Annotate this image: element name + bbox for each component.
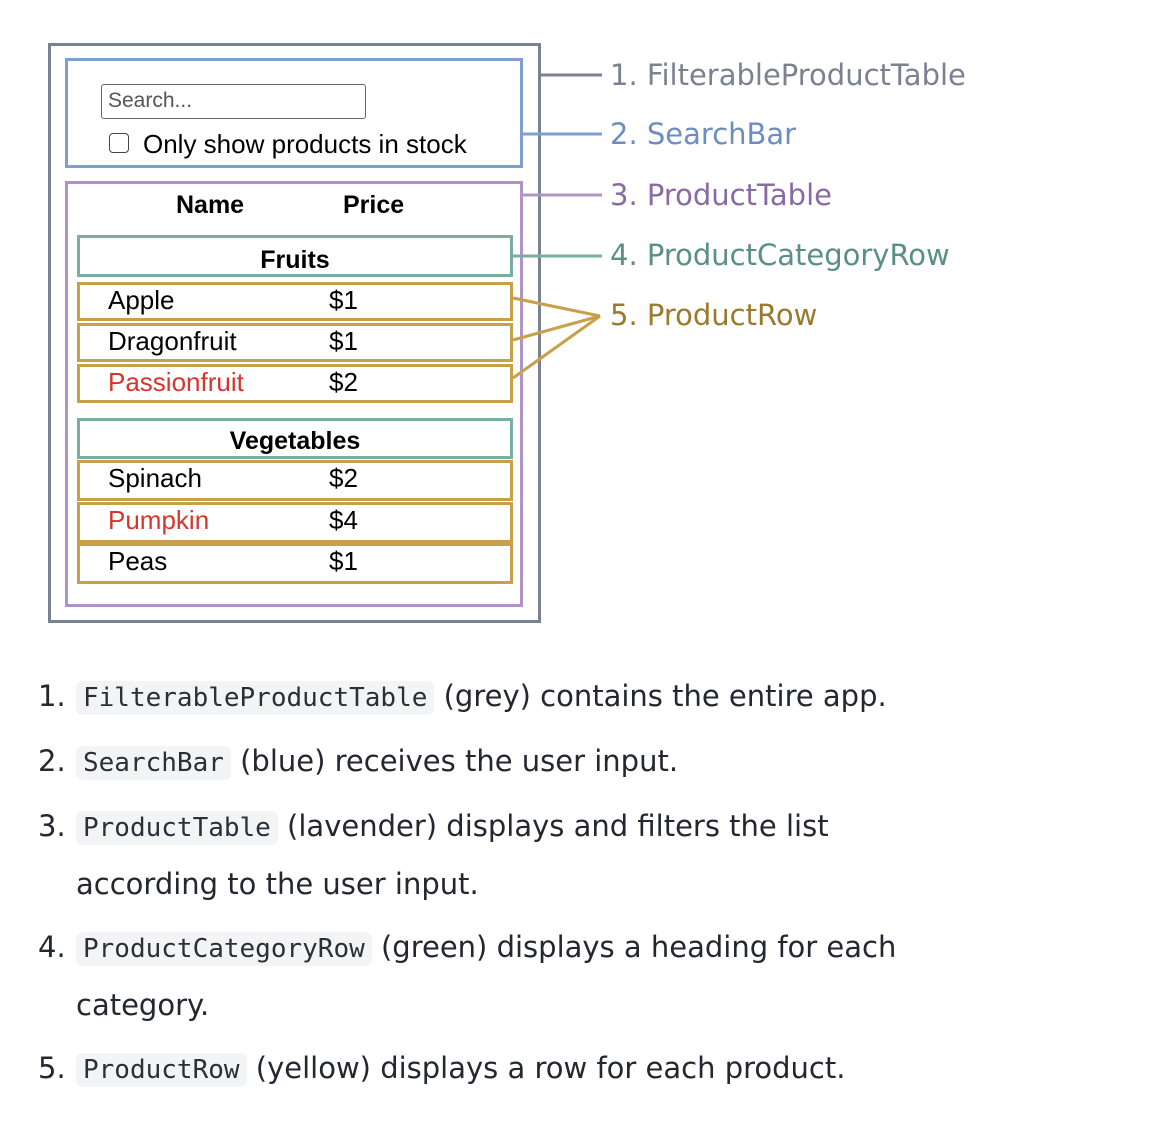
list-number: 4. (38, 930, 66, 964)
product-name: Dragonfruit (108, 326, 237, 356)
in-stock-checkbox[interactable] (109, 133, 129, 153)
product-row (77, 282, 513, 321)
legend-product-category-row: 4. ProductCategoryRow (610, 238, 950, 272)
legend-product-table: 3. ProductTable (610, 178, 832, 212)
connector-gold (512, 296, 601, 318)
list-number: 2. (38, 744, 66, 778)
list-text: (green) displays a heading for each cate… (76, 930, 897, 1022)
product-price: $1 (329, 546, 358, 576)
product-price: $2 (329, 367, 358, 397)
product-price: $1 (329, 326, 358, 356)
search-input[interactable]: Search... (101, 84, 366, 119)
product-row (77, 543, 513, 584)
list-text: (yellow) displays a row for each product… (246, 1051, 846, 1085)
list-item: 4. ProductCategoryRow (green) displays a … (38, 919, 1036, 1033)
product-row (77, 460, 513, 501)
list-text: (grey) contains the entire app. (434, 679, 887, 713)
component-name: FilterableProductTable (76, 681, 435, 715)
list-number: 5. (38, 1051, 66, 1085)
list-item: 3. ProductTable (lavender) displays and f… (38, 798, 956, 912)
connector-gold (512, 314, 601, 380)
product-price: $1 (329, 285, 358, 315)
in-stock-label: Only show products in stock (143, 129, 467, 159)
product-table-box (65, 181, 523, 607)
search-bar-box (65, 58, 523, 168)
list-item: 5. ProductRow (yellow) displays a row for… (38, 1040, 1118, 1098)
list-number: 1. (38, 679, 66, 713)
product-price: $2 (329, 463, 358, 493)
component-name: SearchBar (76, 746, 231, 780)
component-name: ProductRow (76, 1053, 247, 1087)
product-price: $4 (329, 505, 358, 535)
list-item: 2. SearchBar (blue) receives the user inp… (38, 733, 1118, 791)
list-item: 1. FilterableProductTable (grey) contains… (38, 668, 1118, 726)
column-header-price: Price (343, 191, 405, 219)
product-name: Peas (108, 546, 168, 576)
product-name: Pumpkin (108, 505, 210, 535)
product-name: Spinach (108, 463, 202, 493)
legend-search-bar: 2. SearchBar (610, 117, 797, 151)
column-header-name: Name (176, 191, 245, 219)
connector-lines (512, 73, 602, 380)
connector-gold (512, 314, 601, 342)
product-name: Apple (108, 285, 175, 315)
category-label: Vegetables (229, 427, 361, 455)
component-name: ProductTable (76, 811, 278, 845)
list-text: (blue) receives the user input. (230, 744, 679, 778)
product-name: Passionfruit (108, 367, 244, 397)
explanation-list: 1. FilterableProductTable (grey) contains… (38, 668, 1118, 1105)
list-text: (lavender) displays and filters the list… (76, 809, 829, 901)
component-name: ProductCategoryRow (76, 932, 372, 966)
product-row (77, 323, 513, 362)
product-row (77, 502, 513, 543)
category-row-fruits: Fruits (77, 235, 513, 277)
legend-product-row: 5. ProductRow (610, 298, 818, 332)
category-row-vegetables: Vegetables (77, 418, 513, 459)
list-number: 3. (38, 809, 66, 843)
legend-filterable-product-table: 1. FilterableProductTable (610, 58, 966, 92)
product-row (77, 364, 513, 403)
category-label: Fruits (260, 246, 330, 274)
